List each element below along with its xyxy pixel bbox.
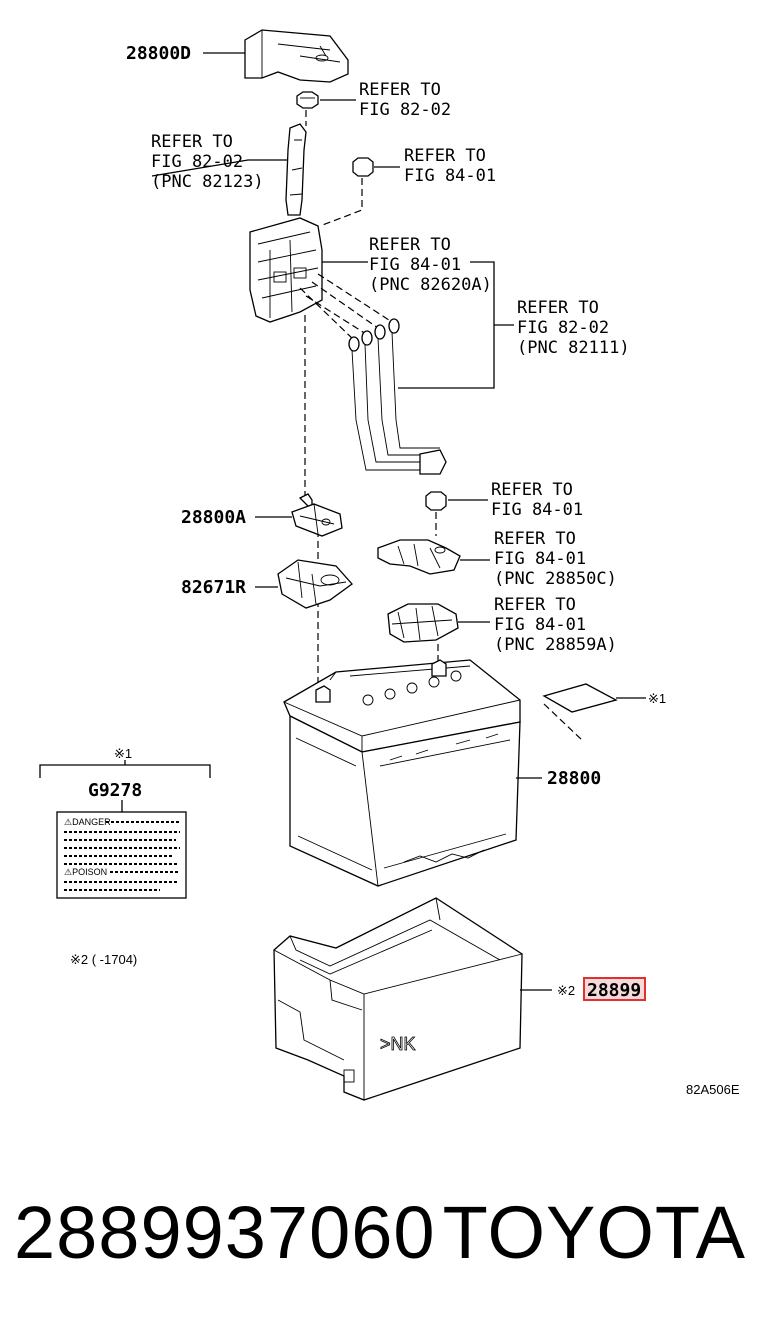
terminal-cover-82671r	[277, 559, 353, 609]
nut-icon	[425, 491, 447, 511]
label-refer-84-01-d-line3: (PNC 28850C)	[494, 569, 617, 589]
footer-brand: TOYOTA	[442, 1191, 746, 1274]
label-refer-84-01-e-line1: REFER TO	[494, 595, 576, 615]
warning-label-g9278: ※1 G9278 ⚠DANGER ⚠POISON	[39, 746, 211, 899]
nut-icon	[352, 157, 374, 177]
nut-icon	[296, 91, 319, 109]
label-refer-84-01-a-line2: FIG 84-01	[404, 166, 496, 186]
warn-danger-text: ⚠DANGER	[64, 817, 111, 827]
battery-tray-28899: >NK	[273, 897, 523, 1101]
terminal-28850c	[377, 539, 461, 575]
fuse-block-82620a	[249, 217, 323, 323]
dash-fuse-links	[299, 273, 393, 341]
label-refer-82-02-b-line2: FIG 82-02	[151, 152, 243, 172]
footer-part-number: 2889937060	[14, 1191, 436, 1274]
label-note2-marker: ※2	[557, 983, 575, 998]
terminal-28800a	[291, 493, 343, 537]
label-note1: ※1	[648, 691, 666, 706]
label-refer-82-02-c-line1: REFER TO	[517, 298, 599, 318]
label-note2-range: ※2 ( -1704)	[70, 952, 137, 967]
label-refer-82-02-a-line2: FIG 82-02	[359, 100, 451, 120]
figure-code: 82A506E	[686, 1082, 740, 1097]
dash-nut-to-block	[319, 178, 363, 227]
label-28800: 28800	[547, 768, 601, 789]
label-82671r: 82671R	[181, 577, 246, 598]
label-refer-82-02-b-line1: REFER TO	[151, 132, 233, 152]
label-refer-84-01-c-line1: REFER TO	[491, 480, 573, 500]
cable-harness-82111	[348, 318, 447, 475]
label-refer-84-01-b-line3: (PNC 82620A)	[369, 275, 492, 295]
terminal-cover-28859a	[387, 603, 459, 643]
terminal-cover-28800d	[244, 29, 349, 83]
label-refer-82-02-c-line2: FIG 82-02	[517, 318, 609, 338]
label-refer-84-01-d-line2: FIG 84-01	[494, 549, 586, 569]
label-28899: 28899	[587, 980, 641, 1001]
cable-82123	[285, 123, 307, 216]
label-refer-84-01-e-line3: (PNC 28859A)	[494, 635, 617, 655]
label-refer-84-01-b-line1: REFER TO	[369, 235, 451, 255]
label-sticker-icon	[542, 683, 618, 713]
label-refer-84-01-d-line1: REFER TO	[494, 529, 576, 549]
label-refer-84-01-c-line2: FIG 84-01	[491, 500, 583, 520]
label-28800d: 28800D	[126, 43, 191, 64]
label-refer-82-02-c-line3: (PNC 82111)	[517, 338, 630, 358]
label-refer-84-01-a-line1: REFER TO	[404, 146, 486, 166]
svg-text:>NK: >NK	[380, 1034, 416, 1054]
dash-center-upper	[304, 110, 307, 496]
label-refer-84-01-e-line2: FIG 84-01	[494, 615, 586, 635]
dash-sticker	[543, 703, 583, 741]
label-note1-box-title: ※1	[114, 746, 132, 761]
battery-28800	[283, 659, 521, 887]
label-refer-84-01-b-line2: FIG 84-01	[369, 255, 461, 275]
label-refer-82-02-a-line1: REFER TO	[359, 80, 441, 100]
lead-refer-b	[151, 159, 288, 177]
warn-poison-text: ⚠POISON	[64, 867, 107, 877]
label-refer-82-02-b-line3: (PNC 82123)	[151, 172, 264, 192]
label-28800a: 28800A	[181, 507, 246, 528]
label-g9278: G9278	[88, 780, 142, 801]
highlight-box-28899	[583, 977, 646, 1001]
footer: 2889937060 TOYOTA	[0, 1185, 760, 1295]
